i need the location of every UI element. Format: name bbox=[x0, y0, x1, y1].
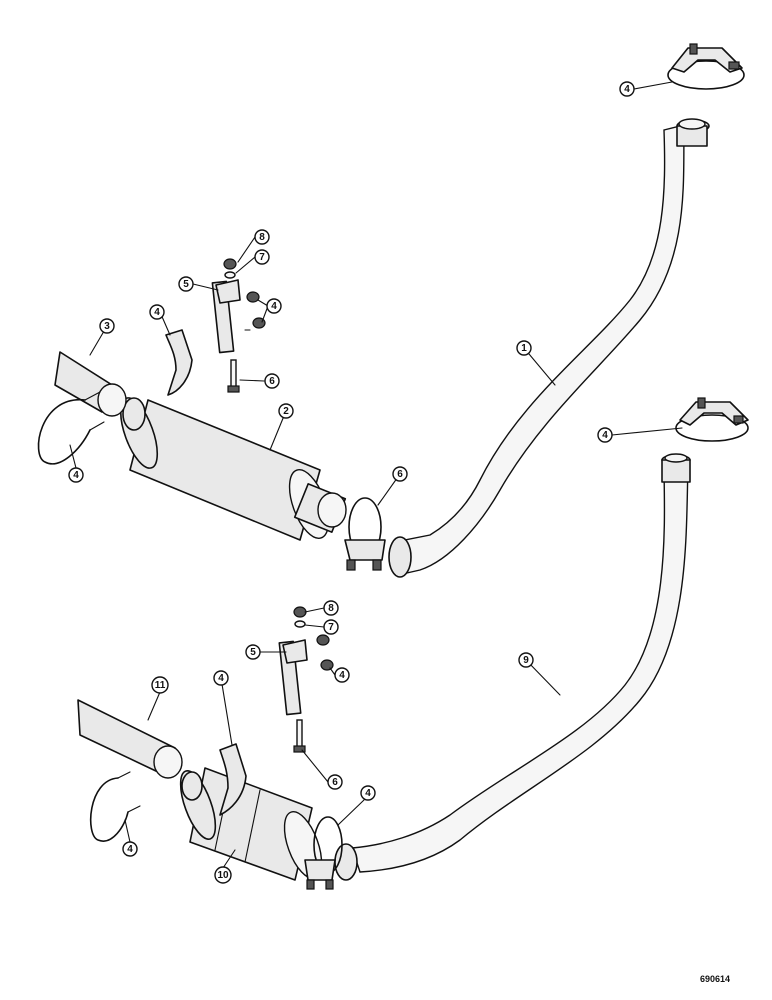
drawing-number: 690614 bbox=[700, 974, 730, 984]
hanger-bracket-top bbox=[211, 258, 266, 393]
callout-label: 6 bbox=[269, 376, 275, 387]
callout-circle bbox=[254, 249, 270, 265]
callout-circle bbox=[619, 81, 635, 97]
callout-circle bbox=[323, 600, 339, 616]
callout-label: 11 bbox=[155, 680, 166, 691]
callout-4-c-4-bot-nuts: 4 bbox=[334, 667, 350, 683]
callout-circle bbox=[245, 644, 261, 660]
callout-label: 4 bbox=[271, 301, 277, 312]
callout-4-c-4-bot-strap: 4 bbox=[213, 670, 229, 686]
callout-label: 8 bbox=[328, 603, 334, 614]
callout-5-c-5-top-bracket: 5 bbox=[178, 276, 194, 292]
callout-circle bbox=[151, 676, 169, 694]
muffler-top bbox=[119, 397, 347, 541]
callout-label: 6 bbox=[332, 777, 338, 788]
ubolt-top bbox=[37, 391, 105, 465]
callout-label: 10 bbox=[217, 870, 229, 881]
callout-label: 7 bbox=[328, 622, 334, 633]
callout-circle bbox=[392, 466, 408, 482]
callout-circle bbox=[214, 866, 232, 884]
callout-7-c-7-bot-washer: 7 bbox=[323, 619, 339, 635]
hanger-bracket-bottom bbox=[278, 606, 334, 753]
callout-circle bbox=[327, 774, 343, 790]
callout-circle bbox=[149, 304, 165, 320]
callout-label: 4 bbox=[602, 430, 608, 441]
callout-circle bbox=[178, 276, 194, 292]
pipe-clamp-bottom bbox=[304, 816, 343, 890]
muffler-strap-bottom bbox=[219, 743, 247, 816]
callout-2-c-2-top-muffler: 2 bbox=[278, 403, 294, 419]
callout-4-c-4-top-clamp: 4 bbox=[619, 81, 635, 97]
callout-label: 4 bbox=[339, 670, 345, 681]
callout-4-c-4-top-nuts: 4 bbox=[266, 298, 282, 314]
tailpipe-top bbox=[54, 351, 127, 417]
callout-label: 4 bbox=[218, 673, 224, 684]
callout-11-c-11-bot-tube: 11 bbox=[151, 676, 169, 694]
callout-circle bbox=[516, 340, 532, 356]
callout-circle bbox=[99, 318, 115, 334]
callout-circle bbox=[264, 373, 280, 389]
callout-circle bbox=[334, 667, 350, 683]
callout-label: 4 bbox=[154, 307, 160, 318]
callout-8-c-8-top-nut: 8 bbox=[254, 229, 270, 245]
callout-4-c-4-bot-ubolt: 4 bbox=[122, 841, 138, 857]
callout-9-c-9-bot-pipe: 9 bbox=[518, 652, 534, 668]
tailpipe-bottom bbox=[77, 699, 183, 779]
callout-circle bbox=[68, 467, 84, 483]
callout-circle bbox=[213, 670, 229, 686]
callout-label: 9 bbox=[523, 655, 529, 666]
callout-6-c-6-top-clamp: 6 bbox=[392, 466, 408, 482]
callout-label: 6 bbox=[397, 469, 403, 480]
callout-7-c-7-top-washer: 7 bbox=[254, 249, 270, 265]
callout-label: 5 bbox=[183, 279, 189, 290]
callout-10-c-10-bot-muffler: 10 bbox=[214, 866, 232, 884]
callout-label: 4 bbox=[365, 788, 371, 799]
callout-circle bbox=[254, 229, 270, 245]
callout-label: 7 bbox=[259, 252, 265, 263]
callout-label: 4 bbox=[624, 84, 630, 95]
callout-label: 5 bbox=[250, 647, 256, 658]
callout-label: 4 bbox=[73, 470, 79, 481]
exhaust-pipe-top bbox=[388, 118, 710, 578]
muffler-strap-top bbox=[165, 329, 193, 396]
exhaust-clamp-top bbox=[667, 43, 745, 90]
callout-4-c-4-bot-clamp: 4 bbox=[597, 427, 613, 443]
callout-label: 1 bbox=[521, 343, 527, 354]
callout-label: 2 bbox=[283, 406, 289, 417]
callout-6-c-6-bot-bolt: 6 bbox=[327, 774, 343, 790]
callout-layer: 4 8 7 5 4 4 3 6 1 2 4 6 4 8 7 5 4 9 11 4 6 4 4 10 bbox=[68, 81, 635, 884]
callout-circle bbox=[597, 427, 613, 443]
callout-8-c-8-bot-nut: 8 bbox=[323, 600, 339, 616]
callout-4-c-4-bot-muffclamp: 4 bbox=[360, 785, 376, 801]
callout-circle bbox=[323, 619, 339, 635]
callout-circle bbox=[122, 841, 138, 857]
callout-label: 8 bbox=[259, 232, 265, 243]
exhaust-clamp-bottom bbox=[675, 397, 749, 442]
ubolt-bottom bbox=[89, 771, 141, 842]
callout-circle bbox=[360, 785, 376, 801]
callout-circle bbox=[278, 403, 294, 419]
callout-label: 4 bbox=[127, 844, 133, 855]
callout-4-c-4-top-strap: 4 bbox=[149, 304, 165, 320]
callout-1-c-1-top-pipe: 1 bbox=[516, 340, 532, 356]
callout-circle bbox=[266, 298, 282, 314]
callout-6-c-6-top-bolt: 6 bbox=[264, 373, 280, 389]
callout-3-c-3-top-tube: 3 bbox=[99, 318, 115, 334]
pipe-clamp-top bbox=[344, 497, 386, 571]
callout-circle bbox=[518, 652, 534, 668]
callout-label: 3 bbox=[104, 321, 110, 332]
callout-5-c-5-bot-bracket: 5 bbox=[245, 644, 261, 660]
callout-4-c-4-top-ubolt: 4 bbox=[68, 467, 84, 483]
exhaust-pipe-bottom bbox=[334, 453, 691, 881]
